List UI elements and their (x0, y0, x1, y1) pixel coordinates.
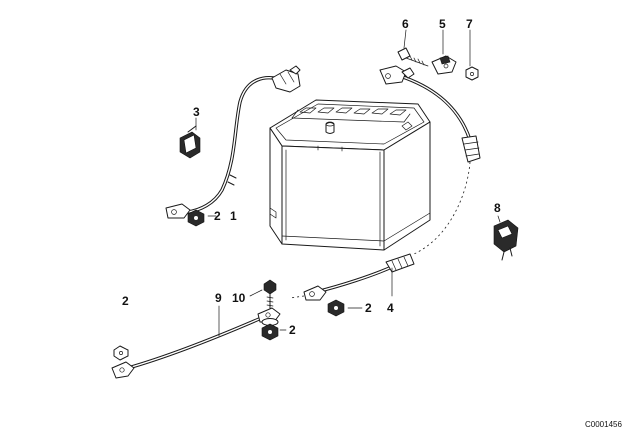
negative-battery-cable (289, 65, 481, 301)
callout-8: 8 (494, 201, 501, 215)
nut-item-2-left (113, 345, 129, 361)
connector-item-8 (493, 219, 519, 261)
callout-6: 6 (402, 17, 409, 31)
callout-9: 9 (215, 291, 222, 305)
callout-7: 7 (466, 17, 473, 31)
callout-10: 10 (232, 291, 246, 305)
callout-2-bottom: 2 (289, 323, 296, 337)
callout-2-negative: 2 (365, 301, 372, 315)
callout-4: 4 (387, 301, 394, 315)
callout-1: 1 (230, 209, 237, 223)
bolt-item-6 (397, 47, 429, 67)
nut-item-7 (465, 66, 479, 81)
reference-code: C0001456 (585, 420, 622, 429)
leader-lines (195, 29, 501, 337)
nut-item-2 (187, 209, 205, 227)
callout-2-battery: 2 (214, 209, 221, 223)
nut-item-2-negative (327, 299, 345, 317)
callout-5: 5 (439, 17, 446, 31)
callout-2-left: 2 (122, 294, 129, 308)
washer-nut-item-2-bottom (261, 318, 279, 341)
cable-clip-item-3 (179, 125, 201, 159)
ground-strap-item-9 (111, 307, 281, 379)
callout-labels: 1 2 3 4 2 5 6 7 8 2 9 10 2 (122, 17, 501, 337)
bolt-item-10 (263, 279, 277, 309)
positive-battery-cable (165, 65, 301, 219)
terminal-clamp-item-5 (431, 55, 457, 75)
callout-3: 3 (193, 105, 200, 119)
battery (269, 99, 431, 251)
